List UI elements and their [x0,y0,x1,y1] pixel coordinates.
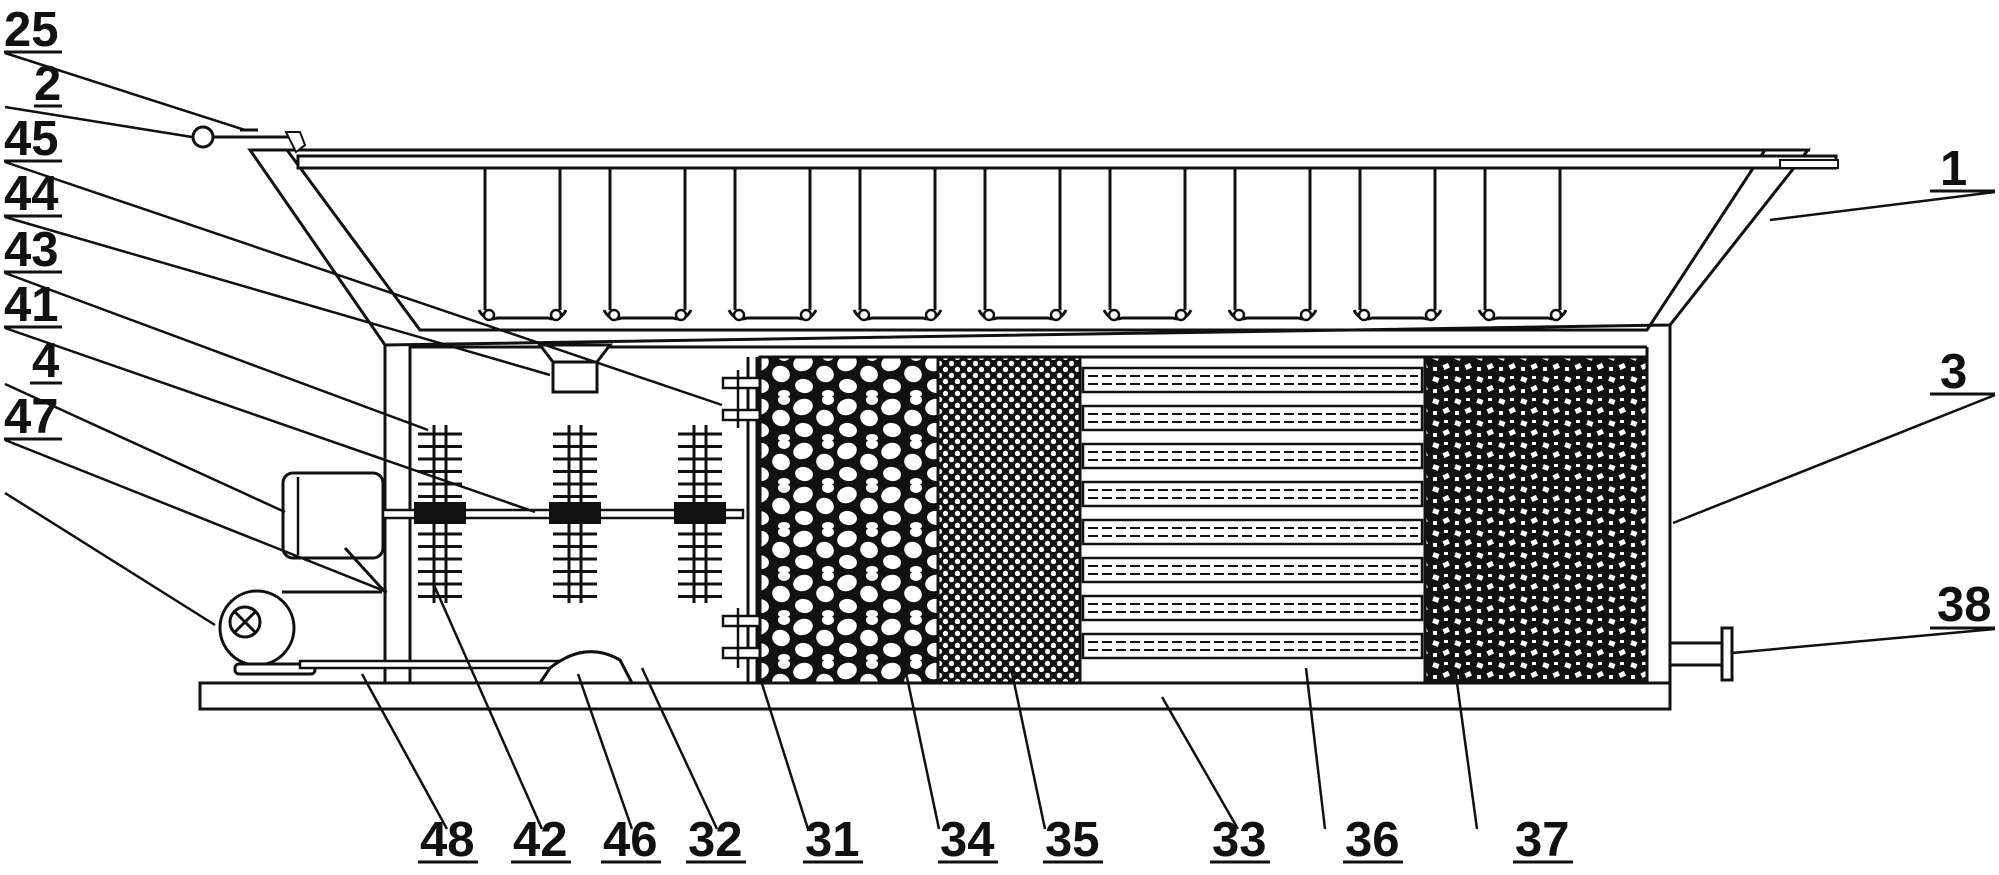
stirring-blade [549,425,601,603]
label-37: 37 [1515,813,1570,867]
outlet-flange [1720,626,1734,682]
hanging-basket [727,168,818,322]
aerator [537,650,635,685]
sand-layer [936,355,1082,685]
filter-plates [1081,366,1424,660]
handle-knob [191,125,215,149]
carbon-layer [1423,355,1649,685]
filter-plate [1081,366,1424,394]
hopper-rim [296,154,1838,170]
label-1: 1 [1940,142,1967,196]
label-35: 35 [1045,813,1100,867]
label-25: 25 [4,3,59,57]
filter-plate [1081,518,1424,546]
label-33: 33 [1212,813,1267,867]
hanging-basket [977,168,1068,322]
hanging-basket [1102,168,1193,322]
hanging-basket [477,168,568,322]
label-41: 41 [4,278,59,332]
filter-plate [1081,404,1424,432]
leader-lines [4,51,1996,830]
label-38: 38 [1937,578,1992,632]
label-44: 44 [4,167,59,221]
hopper-inner [284,148,1768,332]
label-4: 4 [32,334,59,388]
number-labels: 25 2 45 44 43 41 4 47 1 3 38 48 42 46 32… [4,3,1995,867]
label-3: 3 [1940,345,1967,399]
hanging-basket [852,168,943,322]
stirring-blade [414,425,466,603]
stirring-blade [674,425,726,603]
label-47: 47 [4,390,59,444]
suction-pipe [298,659,567,670]
base-plate [198,681,1672,711]
label-46: 46 [603,813,658,867]
label-48: 48 [420,813,475,867]
filter-plate [1081,480,1424,508]
filter-plate [1081,594,1424,622]
hanging-baskets [477,168,1568,322]
label-36: 36 [1345,813,1400,867]
filter-plate [1081,632,1424,660]
hanging-basket [1352,168,1443,322]
outlet-pipe [1668,641,1726,667]
stone-layer [758,355,940,685]
hinge [284,131,307,154]
stirring-blades [414,425,726,603]
hanging-basket [602,168,693,322]
label-43: 43 [4,223,59,277]
filter-plate [1081,442,1424,470]
hanging-basket [1477,168,1568,322]
discharge-outlet [551,360,599,394]
filter-plate [1081,556,1424,584]
hanging-basket [1227,168,1318,322]
label-42: 42 [513,813,568,867]
label-45: 45 [4,112,59,166]
label-32: 32 [688,813,743,867]
label-31: 31 [805,813,860,867]
label-34: 34 [940,813,995,867]
label-2: 2 [34,57,61,111]
